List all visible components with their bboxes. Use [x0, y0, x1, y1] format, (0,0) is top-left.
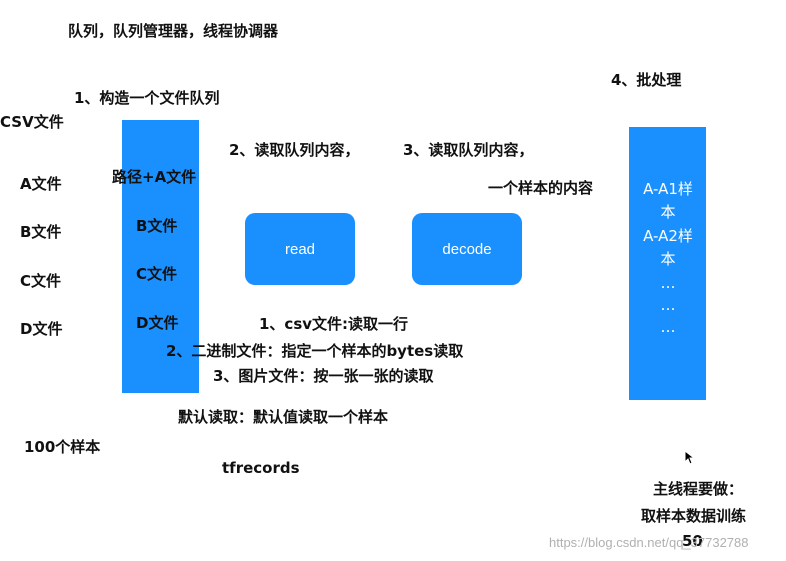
- file-queue-column: [122, 120, 199, 393]
- tfrecords-label: tfrecords: [222, 459, 300, 477]
- batch-line-3: A-A2样: [643, 227, 693, 245]
- sample-count-label: 100个样本: [24, 438, 101, 456]
- page-title: 队列，队列管理器，线程协调器: [68, 22, 279, 40]
- csv-file-label: CSV文件: [0, 113, 64, 131]
- file-b-label: B文件: [20, 223, 62, 241]
- main-thread-line-1: 主线程要做：: [653, 480, 744, 498]
- file-c-label: C文件: [20, 272, 62, 290]
- batch-column: [629, 127, 706, 400]
- queue-item-2: B文件: [136, 217, 178, 235]
- queue-item-4: D文件: [136, 314, 179, 332]
- watermark: https://blog.csdn.net/qq_37732788: [549, 535, 749, 550]
- step-4-label: 4、批处理: [611, 71, 682, 89]
- default-read-note: 默认读取：默认值读取一个样本: [178, 408, 389, 426]
- batch-line-1: A-A1样: [643, 180, 693, 198]
- read-note-binary: 2、二进制文件：指定一个样本的bytes读取: [166, 342, 464, 360]
- step-3-label: 3、读取队列内容，: [403, 141, 534, 159]
- batch-line-2: 本: [660, 203, 676, 221]
- read-box: read: [245, 213, 355, 285]
- decode-box: decode: [412, 213, 522, 285]
- main-thread-line-2: 取样本数据训练: [641, 507, 747, 525]
- file-d-label: D文件: [20, 320, 63, 338]
- read-note-csv: 1、csv文件:读取一行: [259, 315, 409, 333]
- mouse-pointer-icon: [684, 450, 696, 465]
- file-a-label: A文件: [20, 175, 62, 193]
- batch-line-7: …: [660, 318, 676, 336]
- step-1-label: 1、构造一个文件队列: [74, 89, 220, 107]
- step-3-sublabel: 一个样本的内容: [488, 179, 594, 197]
- read-note-image: 3、图片文件：按一张一张的读取: [213, 367, 434, 385]
- batch-line-4: 本: [660, 250, 676, 268]
- batch-line-5: …: [660, 274, 676, 292]
- queue-item-1: 路径+A文件: [112, 168, 197, 186]
- step-2-label: 2、读取队列内容，: [229, 141, 360, 159]
- queue-item-3: C文件: [136, 265, 178, 283]
- batch-line-6: …: [660, 296, 676, 314]
- main-thread-line-3: 50: [682, 532, 703, 550]
